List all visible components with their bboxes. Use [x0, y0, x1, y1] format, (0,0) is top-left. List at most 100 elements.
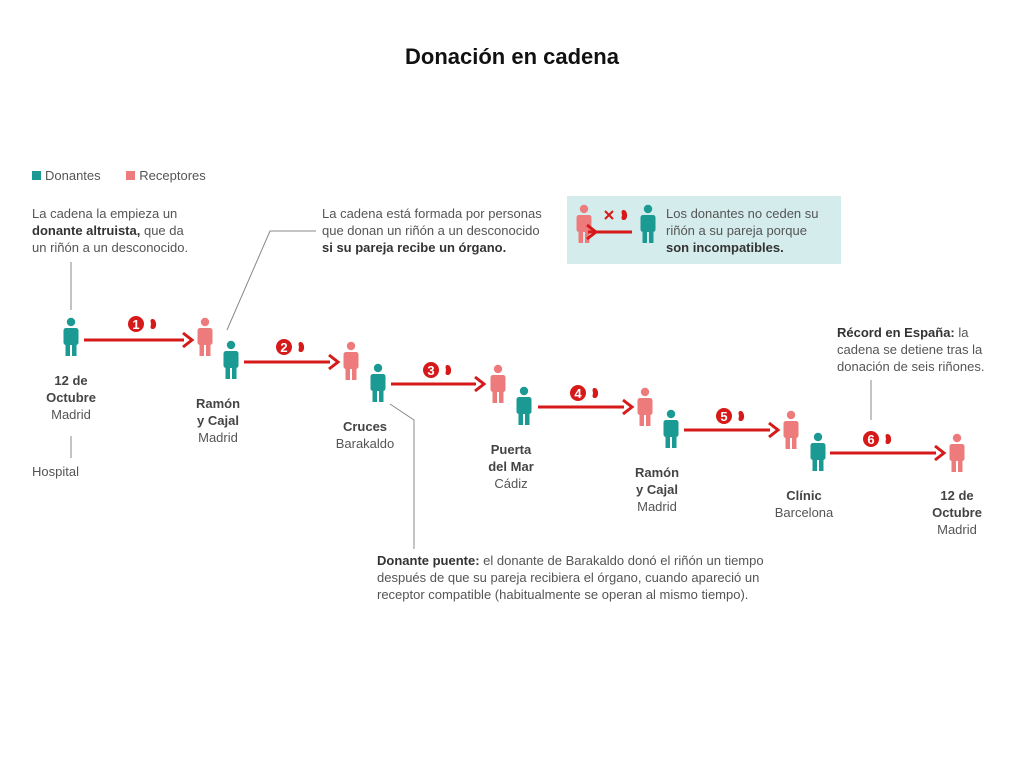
hospital-label-7: 12 de Octubre Madrid: [917, 487, 997, 538]
hospital-name-2: Octubre: [932, 505, 982, 520]
step-number: 6: [867, 432, 874, 447]
note-record-bold: Récord en España:: [837, 325, 955, 340]
chain-arrow: [684, 421, 781, 439]
leader-line: [226, 230, 316, 331]
step-badge: 3: [423, 362, 452, 378]
step-badge: 2: [276, 339, 305, 355]
step-number: 3: [427, 363, 434, 378]
note-record-line3: donación de seis riñones.: [837, 359, 985, 374]
donor-icon: [370, 363, 386, 402]
chain-arrow: [84, 331, 195, 349]
hospital-city: Madrid: [937, 522, 977, 537]
note-start-line1: La cadena la empieza un: [32, 206, 178, 221]
hospital-name: Puerta: [490, 442, 532, 457]
note-start-line3: un riñón a un desconocido.: [32, 240, 189, 255]
donor-icon: [516, 386, 532, 425]
donor-icon: [810, 432, 826, 471]
legend-receptores-label: Receptores: [139, 168, 206, 183]
note-start-line2-rest: que da: [140, 223, 184, 238]
receptor-icon: [343, 341, 359, 380]
hospital-name: 12 de: [940, 488, 974, 503]
hospital-name-2: Octubre: [46, 390, 96, 405]
step-number: 2: [280, 340, 287, 355]
kidney-icon: [298, 341, 305, 353]
note-record-line1-rest: la: [954, 325, 969, 340]
step-number: 5: [720, 409, 727, 424]
legend-receptores-swatch: [126, 171, 136, 180]
hospital-name-2: del Mar: [488, 459, 534, 474]
cross-icon: [604, 210, 614, 220]
chain-arrow: [830, 444, 947, 462]
donor-icon: [223, 340, 239, 379]
note-chain-bold: si su pareja recibe un órgano.: [322, 240, 507, 255]
leader-line: [389, 403, 415, 549]
hospital-name: Clínic: [786, 488, 822, 503]
note-bridge-bold: Donante puente:: [377, 553, 480, 568]
step-badge: 1: [128, 316, 157, 332]
note-bridge-line1-rest: el donante de Barakaldo donó el riñón un…: [479, 553, 764, 568]
note-inc-line3: son incompatibles.: [666, 239, 819, 256]
step-badge: 5: [716, 408, 745, 424]
legend: Donantes Receptores: [32, 168, 228, 183]
incompatible-illustration: [576, 204, 656, 243]
note-chain-line3: si su pareja recibe un órgano.: [322, 239, 542, 256]
note-chain-line1: La cadena está formada por personas: [322, 206, 542, 221]
step-badge: 4: [570, 385, 599, 401]
step-number: 1: [132, 317, 139, 332]
kidney-icon: [445, 364, 452, 376]
legend-donantes-label: Donantes: [45, 168, 101, 183]
hospital-label-3: Cruces Barakaldo: [325, 418, 405, 452]
page-title: Donación en cadena: [405, 44, 619, 69]
note-bridge: Donante puente: el donante de Barakaldo …: [377, 552, 764, 603]
legend-donantes: Donantes: [32, 168, 101, 183]
receptor-icon: [637, 387, 653, 426]
kidney-icon: [885, 433, 892, 445]
hospital-name: Ramón: [634, 465, 680, 480]
chain-arrow: [244, 353, 341, 371]
hospital-name-2: y Cajal: [636, 482, 678, 497]
receptor-icon: [197, 317, 213, 356]
legend-receptores: Receptores: [126, 168, 206, 183]
note-inc-bold: son incompatibles.: [666, 240, 784, 255]
step-badge: 6: [863, 431, 892, 447]
kidney-icon: [592, 387, 599, 399]
hospital-label-1: 12 de Octubre Madrid: [31, 372, 111, 423]
hospital-label-5: Ramón y Cajal Madrid: [617, 464, 697, 515]
leader-lines: [70, 230, 872, 549]
note-inc-line1: Los donantes no ceden su: [666, 206, 819, 221]
hospital-city: Madrid: [198, 430, 238, 445]
receptor-icon: [783, 410, 799, 449]
note-incompatible: Los donantes no ceden su riñón a su pare…: [666, 205, 819, 256]
hospital-city: Barakaldo: [335, 436, 395, 451]
donor-icon: [640, 204, 656, 243]
note-record-line2: cadena se detiene tras la: [837, 342, 983, 357]
kidney-icon: [150, 318, 157, 330]
note-record: Récord en España: la cadena se detiene t…: [837, 324, 984, 375]
hospital-name: 12 de: [54, 373, 88, 388]
note-start-line2: donante altruista, que da: [32, 222, 188, 239]
chain-arrow: [538, 398, 635, 416]
note-record-line1: Récord en España: la: [837, 324, 984, 341]
step-number: 4: [574, 386, 582, 401]
note-inc-line2: riñón a su pareja porque: [666, 223, 807, 238]
hospital-label-2: Ramón y Cajal Madrid: [178, 395, 258, 446]
donor-icon: [63, 317, 79, 356]
hospital-city: Madrid: [637, 499, 677, 514]
note-bridge-line2: después de que su pareja recibiera el ór…: [377, 570, 760, 585]
receptor-icon: [949, 433, 965, 472]
kidney-icon: [738, 410, 745, 422]
hospital-city: Madrid: [51, 407, 91, 422]
hospital-label-6: Clínic Barcelona: [764, 487, 844, 521]
hospital-city: Barcelona: [774, 505, 834, 520]
note-bridge-line1: Donante puente: el donante de Barakaldo …: [377, 552, 764, 569]
kidney-icon: [621, 209, 628, 221]
hospital-name: Cruces: [342, 419, 388, 434]
hospital-label: Hospital: [32, 464, 79, 479]
receptor-icon: [490, 364, 506, 403]
note-chain-line2: que donan un riñón a un desconocido: [322, 223, 540, 238]
hospital-label-4: Puerta del Mar Cádiz: [471, 441, 551, 492]
step-badges: 1 2 3 4 5 6: [128, 316, 892, 447]
note-start-bold: donante altruista,: [32, 223, 141, 238]
incompatible-arrow: [586, 223, 632, 241]
receptor-icon: [576, 204, 592, 243]
